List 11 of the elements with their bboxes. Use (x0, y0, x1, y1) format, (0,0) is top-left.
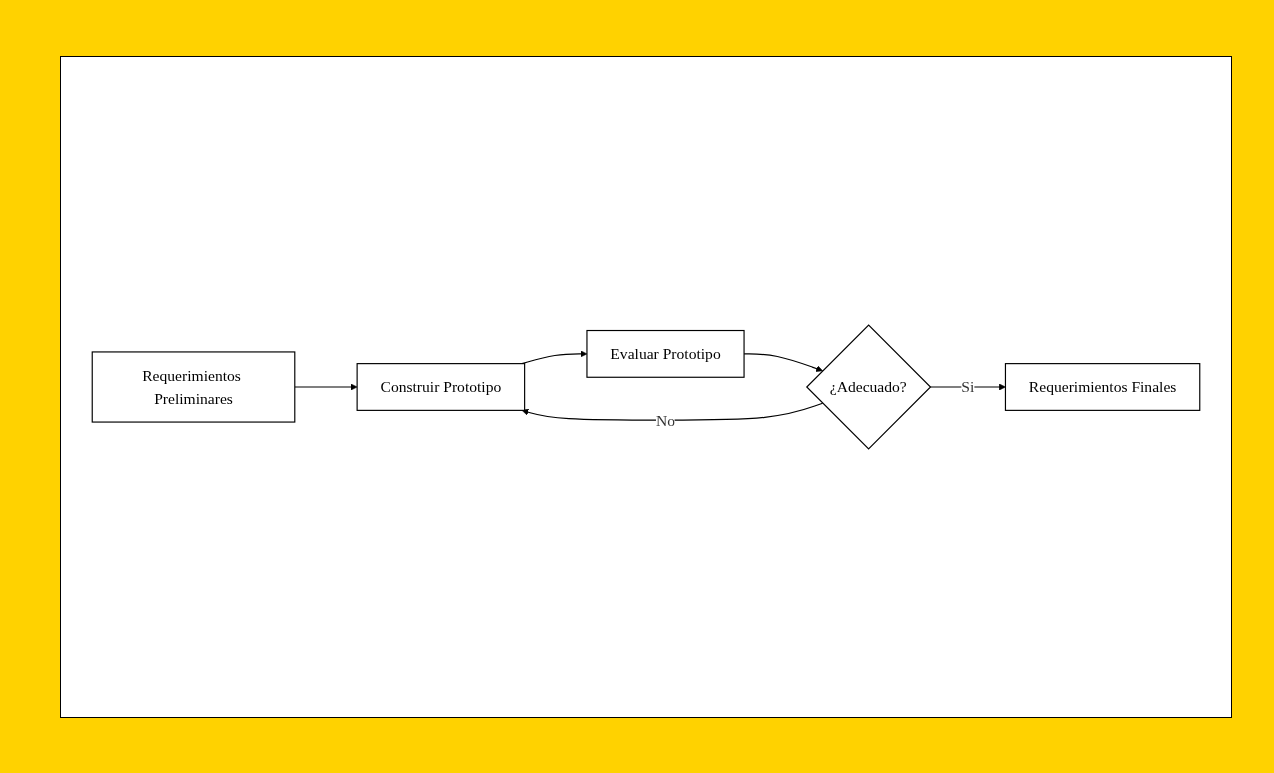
arrow (521, 402, 824, 421)
node-box (91, 351, 296, 423)
node-box (586, 329, 745, 378)
node-box (356, 363, 526, 411)
node-box (1004, 363, 1201, 411)
node-diamond (805, 324, 932, 450)
edge-label: Si (961, 378, 975, 396)
arrow (294, 383, 358, 391)
arrow (929, 383, 1006, 391)
edge-label: No (655, 411, 676, 429)
diagram-panel: No Si Requerimientos Preliminares Construir Prototipo Evaluar Prototipo ¿Adecuado? Requerimientos Finales (60, 56, 1232, 718)
